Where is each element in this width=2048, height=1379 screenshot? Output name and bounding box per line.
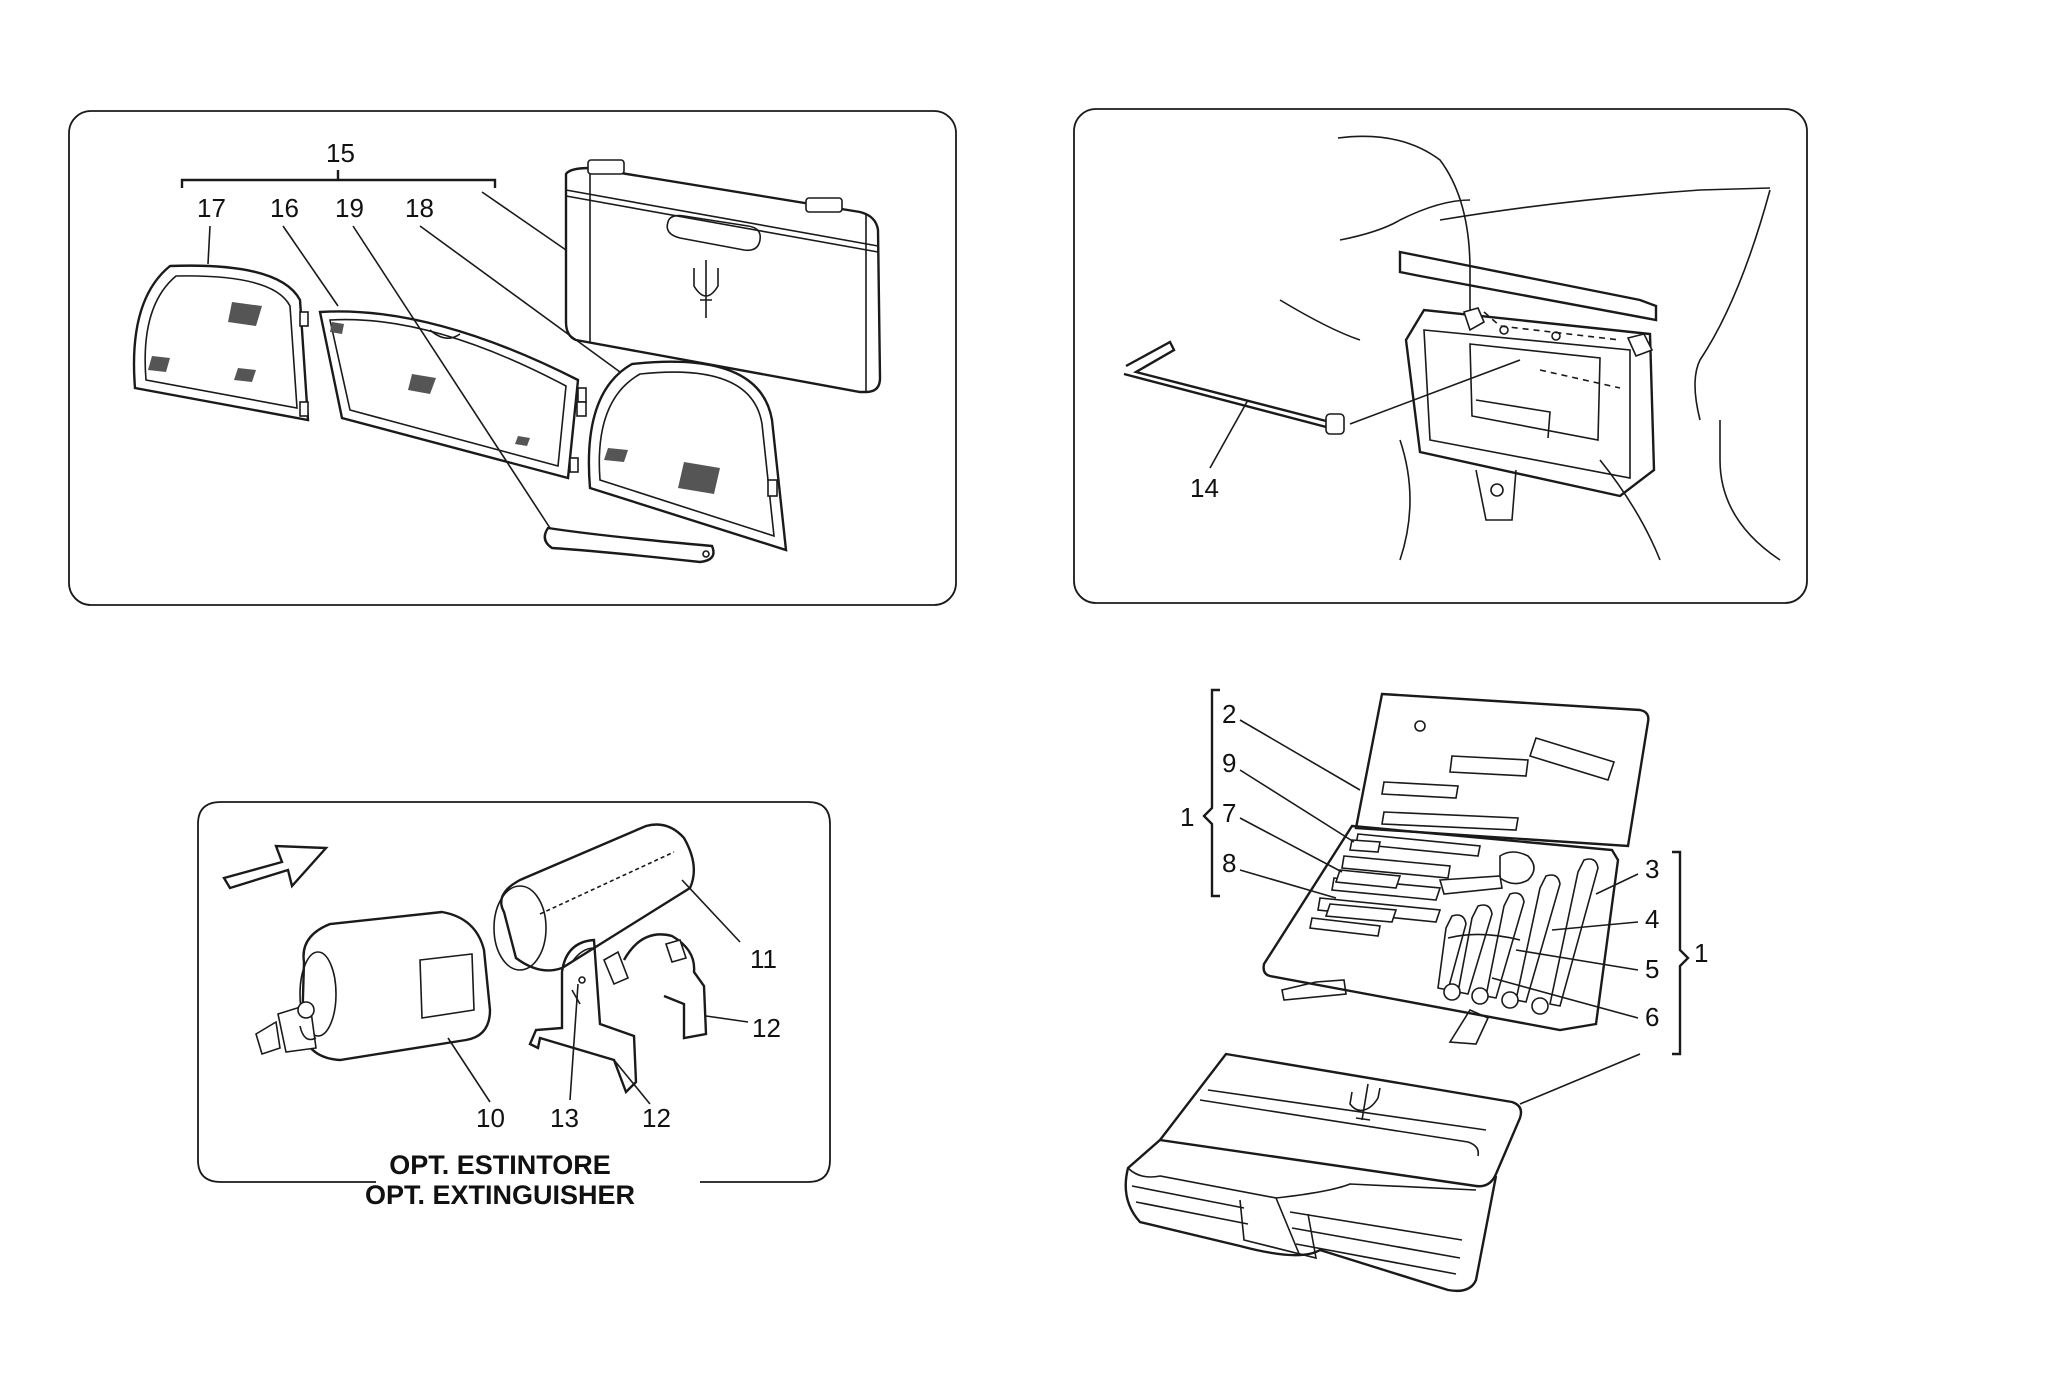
leader-3 [1595, 873, 1639, 895]
trident-logo-icon [1349, 1083, 1381, 1121]
leader-18 [419, 225, 621, 373]
leader-19 [352, 225, 551, 529]
panel-tool14: 14 [1073, 108, 1808, 604]
leader-16 [282, 225, 339, 307]
leader-7 [1239, 817, 1343, 873]
callout-3: 3 [1645, 854, 1659, 884]
leader-bag [1519, 1053, 1641, 1105]
callout-4: 4 [1645, 904, 1659, 934]
callout-19: 19 [335, 193, 364, 223]
wrench-tool-19 [543, 526, 715, 564]
caption-estintore: OPT. ESTINTORE [389, 1150, 611, 1180]
extinguisher-body-10 [255, 910, 492, 1062]
callout-13: 13 [550, 1103, 579, 1133]
leader-13 [569, 983, 579, 1101]
callout-6: 6 [1645, 1002, 1659, 1032]
callout-10: 10 [476, 1103, 505, 1133]
compartment-context [1279, 135, 1781, 561]
callout-5: 5 [1645, 954, 1659, 984]
leader-6 [1491, 977, 1639, 1019]
leader-9 [1239, 769, 1355, 843]
callout-18: 18 [405, 193, 434, 223]
callout-15: 15 [326, 138, 355, 168]
leader-5 [1515, 949, 1639, 971]
panel-toolkit: 1 1 [1124, 688, 1708, 1293]
toolkit-tray [1262, 824, 1620, 1045]
leader-8 [1239, 869, 1337, 899]
carry-case [564, 159, 882, 394]
left-brace [1202, 688, 1220, 898]
mounting-bracket-12 [528, 933, 708, 1095]
leader-11 [681, 879, 741, 943]
callout-16: 16 [270, 193, 299, 223]
closed-tool-bag [1124, 1052, 1641, 1293]
extinguisher-cover-11 [493, 823, 696, 972]
leader-4 [1551, 921, 1639, 931]
windscreen-panel-17 [132, 264, 310, 422]
callout-11: 11 [750, 944, 777, 974]
leader-15 [481, 191, 567, 251]
leader-2 [1239, 719, 1361, 791]
callout-12: 12 [752, 1013, 781, 1043]
panel-frame [197, 801, 831, 1183]
windscreen-panel-16 [318, 310, 587, 480]
panel-frame [68, 110, 957, 606]
panel-extinguisher: 10 11 12 13 12 OPT. ESTINTORE OPT. EXTIN… [197, 801, 831, 1210]
leader-14 [1209, 399, 1249, 469]
leader-12a [705, 1015, 749, 1023]
right-brace [1672, 850, 1690, 1056]
callout-2: 2 [1222, 699, 1236, 729]
callout-1: 1 [1694, 938, 1708, 968]
callout-17: 17 [197, 193, 226, 223]
toolkit-lid-2 [1354, 692, 1650, 848]
panel-frame [1073, 108, 1808, 604]
leader-17 [207, 225, 211, 265]
leader-12b [613, 1059, 651, 1105]
callout-12: 12 [642, 1103, 671, 1133]
panel-windscreens: 15 17 16 19 18 [68, 110, 957, 606]
group-brace [180, 170, 497, 188]
leader-14-to-compartment [1349, 359, 1521, 425]
caption-extinguisher: OPT. EXTINGUISHER [365, 1180, 635, 1210]
leader-10 [447, 1037, 491, 1103]
callout-9: 9 [1222, 748, 1236, 778]
callout-1: 1 [1180, 802, 1194, 832]
callout-14: 14 [1190, 473, 1219, 503]
callout-8: 8 [1222, 848, 1236, 878]
l-wrench-14 [1123, 340, 1345, 435]
direction-arrow-icon [222, 844, 329, 890]
trident-logo-icon [693, 260, 719, 318]
callout-7: 7 [1222, 798, 1236, 828]
windscreen-panel-18 [576, 360, 788, 552]
